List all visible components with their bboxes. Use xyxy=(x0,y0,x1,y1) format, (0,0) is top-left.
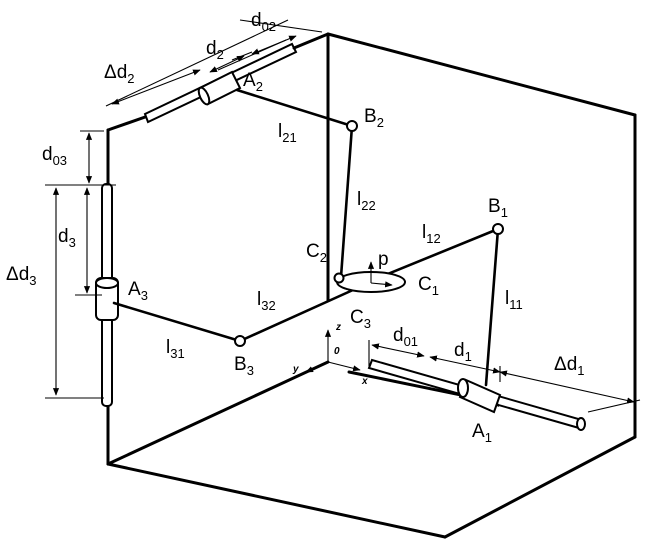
guide-rail-1 xyxy=(367,358,586,431)
link-l21 xyxy=(235,88,354,128)
label-b3: B3 xyxy=(234,354,254,378)
label-d3: d3 xyxy=(58,226,76,250)
label-a3: A3 xyxy=(128,279,148,303)
label-delta-d1: Δd1 xyxy=(554,354,585,378)
label-a2: A2 xyxy=(243,70,263,94)
slider-a2 xyxy=(197,70,242,106)
label-l12: l12 xyxy=(422,222,441,246)
text-labels: Δd2 d2 d02 A2 B2 l21 l22 d03 d3 Δd3 A3 l… xyxy=(6,10,585,445)
axis-label-x: x xyxy=(361,376,368,387)
label-delta-d2: Δd2 xyxy=(104,62,135,86)
moving-platform xyxy=(336,261,406,293)
label-d02: d02 xyxy=(251,10,276,34)
label-l21: l21 xyxy=(278,121,297,145)
axis-label-origin: 0 xyxy=(334,346,340,357)
label-p: p xyxy=(378,249,389,270)
slider-a1 xyxy=(457,378,502,414)
axis-label-y: y xyxy=(292,364,299,375)
label-d2: d2 xyxy=(206,38,224,62)
axis-label-z: z xyxy=(335,322,341,333)
link-l31 xyxy=(112,301,242,343)
coordinate-axes xyxy=(305,329,361,373)
joint-c2 xyxy=(333,272,345,284)
label-l32: l32 xyxy=(257,289,276,313)
label-l22: l22 xyxy=(357,189,376,213)
label-d01: d01 xyxy=(393,325,418,349)
label-d1: d1 xyxy=(454,340,472,364)
joint-b1 xyxy=(492,223,504,235)
joint-b3 xyxy=(234,335,246,347)
label-d03: d03 xyxy=(42,144,67,168)
label-b1: B1 xyxy=(488,196,508,220)
label-a1: A1 xyxy=(472,421,492,445)
slider-a3 xyxy=(95,277,119,321)
joint-b2 xyxy=(346,120,358,132)
label-l11: l11 xyxy=(505,288,523,312)
link-l11 xyxy=(484,227,500,387)
link-l22 xyxy=(339,124,354,279)
link-l32 xyxy=(238,283,366,343)
label-delta-d3: Δd3 xyxy=(6,264,37,288)
label-l31: l31 xyxy=(166,337,185,361)
label-c1: C1 xyxy=(418,274,439,298)
label-b2: B2 xyxy=(364,106,384,130)
label-c2: C2 xyxy=(306,241,327,265)
guide-rail-3 xyxy=(95,183,119,407)
link-l12 xyxy=(376,227,500,280)
dimension-lines xyxy=(45,19,641,413)
label-c3: C3 xyxy=(350,307,371,331)
